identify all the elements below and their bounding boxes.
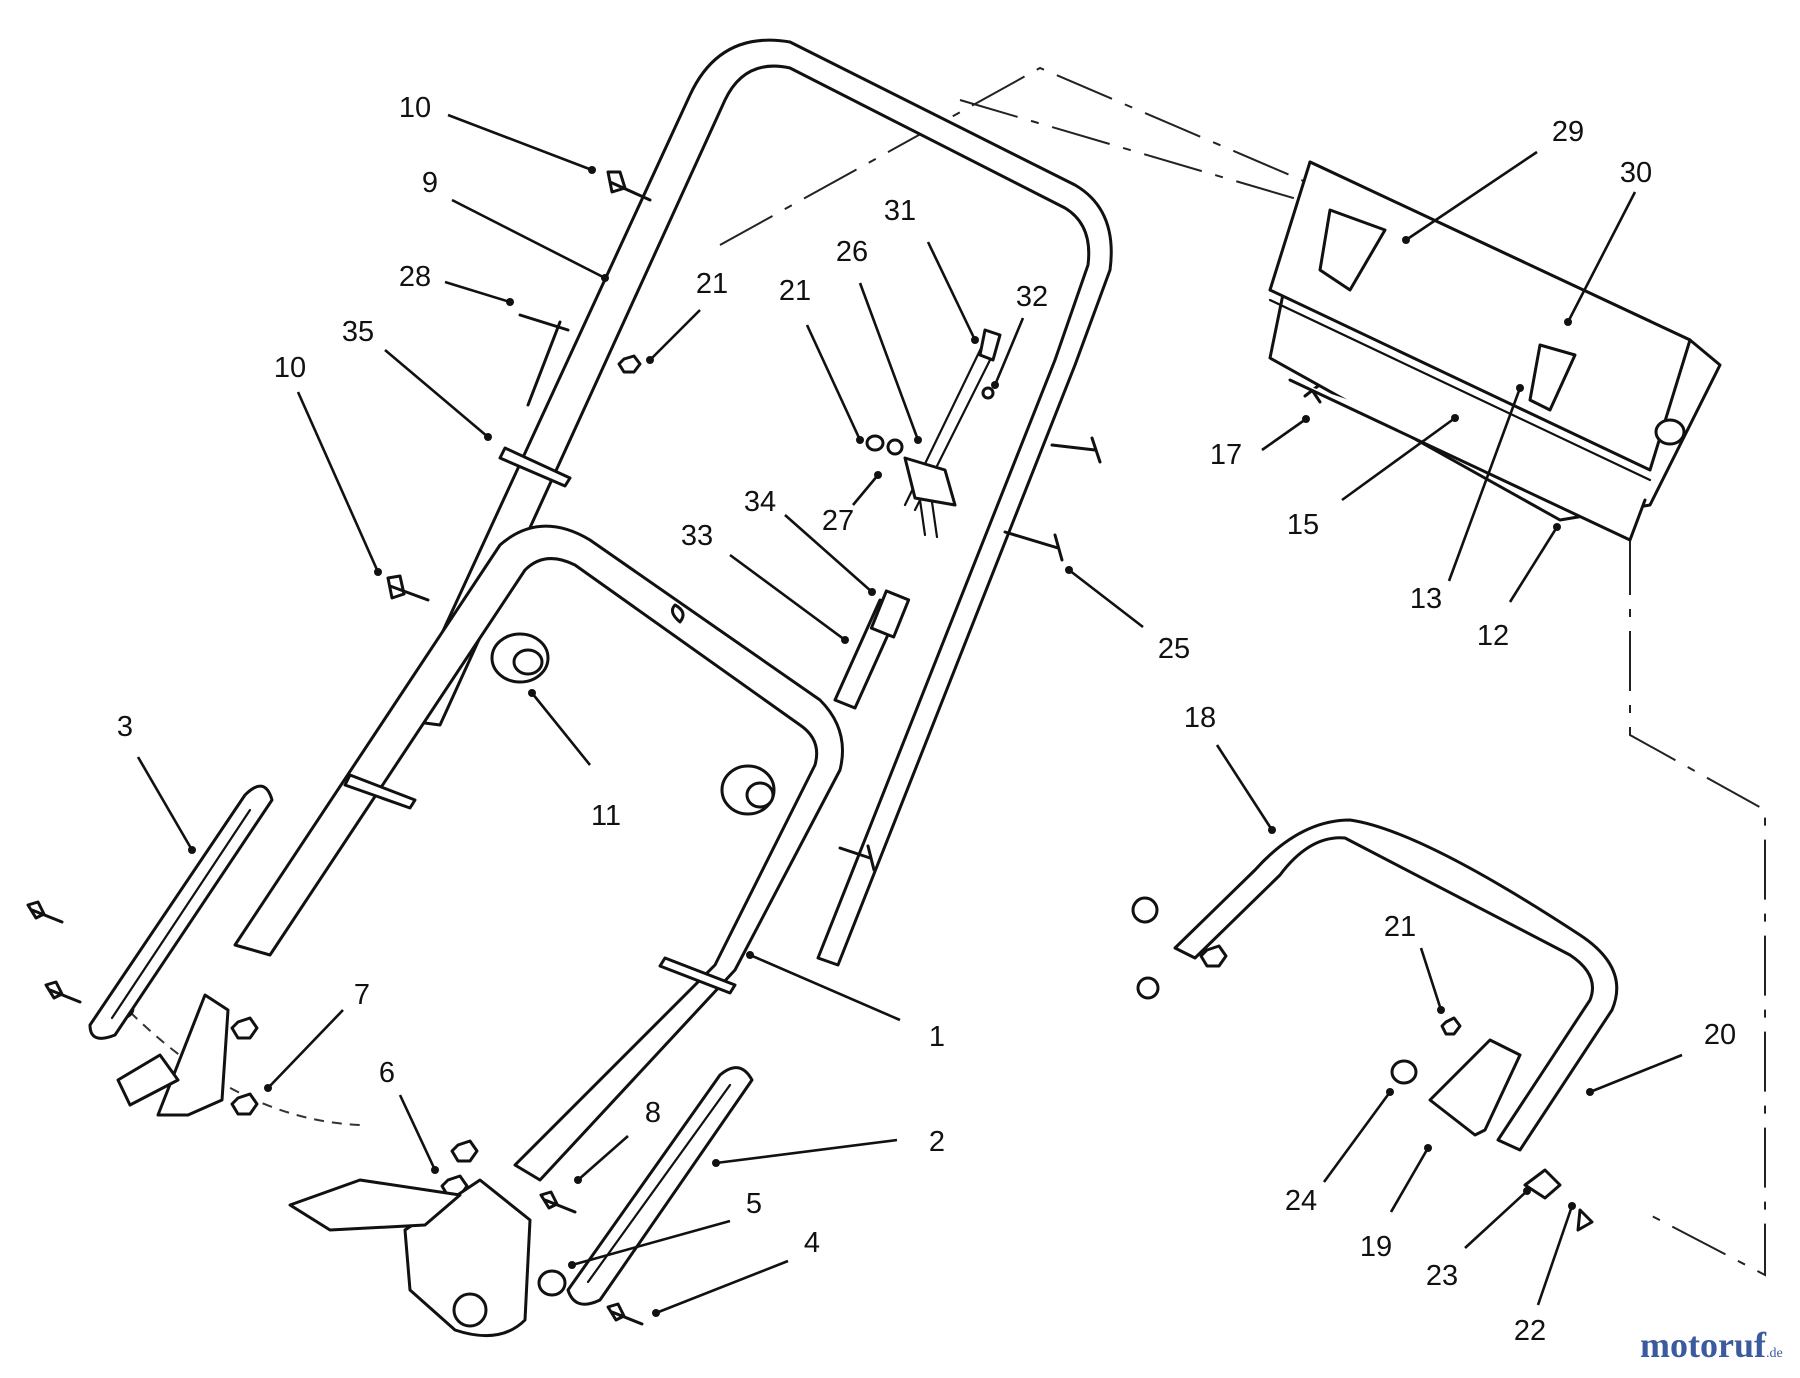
- switch-assembly-part-26: [903, 328, 1002, 539]
- lower-handle-part-1: [233, 524, 844, 1182]
- callout-2: 2: [929, 1126, 945, 1158]
- upper-handle-part-9: [400, 38, 1113, 967]
- callout-30: 30: [1620, 157, 1652, 189]
- callout-10: 10: [274, 352, 306, 384]
- callout-21: 21: [1384, 911, 1416, 943]
- callout-25: 25: [1158, 633, 1190, 665]
- side-link-part-3: [88, 784, 274, 1040]
- callout-19: 19: [1360, 1231, 1392, 1263]
- callout-28: 28: [399, 261, 431, 293]
- callout-21: 21: [696, 268, 728, 300]
- callout-35: 35: [342, 316, 374, 348]
- watermark-suffix: .de: [1766, 1346, 1783, 1361]
- callout-27: 27: [822, 505, 854, 537]
- watermark-brand: motoruf: [1640, 1325, 1767, 1365]
- callout-11: 11: [591, 800, 621, 832]
- callout-23: 23: [1426, 1260, 1458, 1292]
- callout-22: 22: [1514, 1315, 1546, 1347]
- svg-text:motoruf.de: motoruf.de: [1640, 1325, 1783, 1365]
- callout-17: 17: [1210, 439, 1242, 471]
- callout-5: 5: [746, 1188, 762, 1220]
- callout-29: 29: [1552, 116, 1584, 148]
- knob-part-11: [490, 632, 776, 816]
- lever-bracket-part-19: [1428, 1038, 1594, 1232]
- leader-lines: [136, 113, 1683, 1315]
- watermark-logo: motoruf.de: [1640, 1325, 1783, 1365]
- callout-labels: 10 9 28 35 10 21 21 26 31 32 27 34 33 11…: [117, 92, 1736, 1347]
- leader-dots: [188, 166, 1594, 1317]
- callout-9: 9: [422, 167, 438, 199]
- callout-33: 33: [681, 520, 713, 552]
- callout-20: 20: [1704, 1019, 1736, 1051]
- callout-12: 12: [1477, 620, 1509, 652]
- callout-13: 13: [1410, 583, 1442, 615]
- height-bracket-left: [116, 993, 230, 1117]
- callout-31: 31: [884, 195, 916, 227]
- callout-3: 3: [117, 711, 133, 743]
- callout-1: 1: [929, 1021, 945, 1053]
- phantom-lines: [129, 66, 1766, 1277]
- deck-mount-right: [288, 1178, 532, 1338]
- callout-21: 21: [779, 275, 811, 307]
- control-rod-part-33: [833, 589, 911, 710]
- callout-24: 24: [1285, 1185, 1317, 1217]
- callout-10: 10: [399, 92, 431, 124]
- callout-32: 32: [1016, 281, 1048, 313]
- callout-4: 4: [804, 1227, 820, 1259]
- nuts-washers: [109, 354, 1462, 1297]
- cable-ties-part-35: [343, 446, 737, 995]
- control-panel-part-12: [1268, 160, 1722, 542]
- callout-6: 6: [379, 1057, 395, 1089]
- callout-18: 18: [1184, 702, 1216, 734]
- side-link-part-2: [566, 1066, 754, 1306]
- callout-34: 34: [744, 486, 776, 518]
- callout-15: 15: [1287, 509, 1319, 541]
- callout-8: 8: [645, 1097, 661, 1129]
- callout-7: 7: [354, 979, 370, 1011]
- bail-part-18: [1136, 818, 1619, 1152]
- callout-26: 26: [836, 236, 868, 268]
